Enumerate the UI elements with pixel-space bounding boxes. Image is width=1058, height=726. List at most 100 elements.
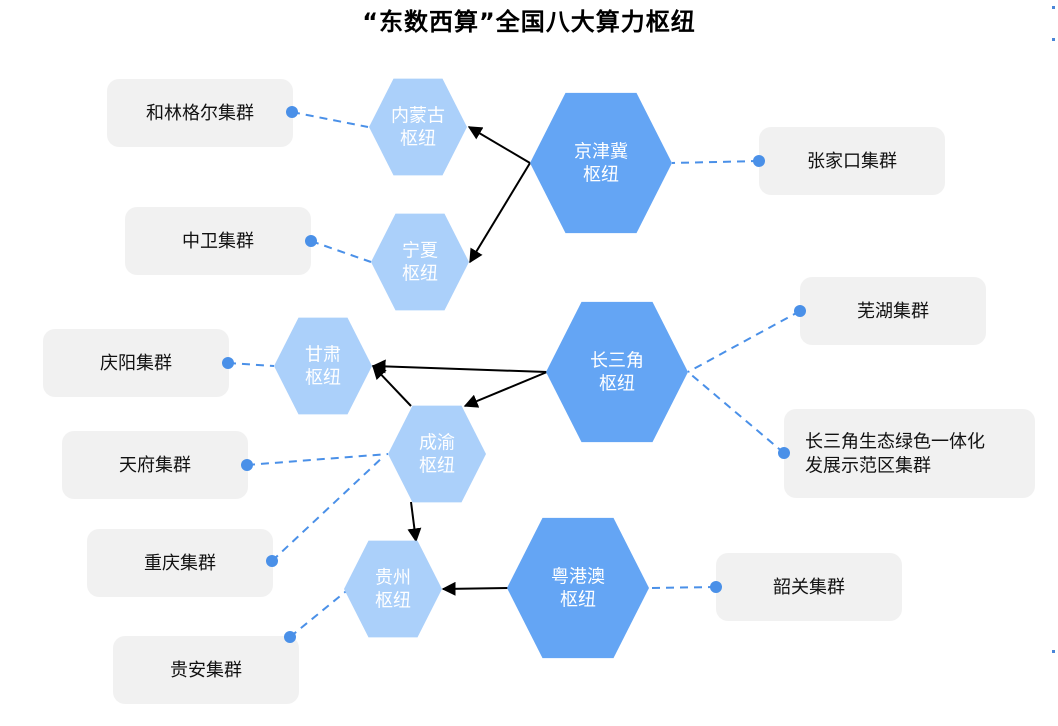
cluster-tianfu[interactable]: 天府集群 <box>62 431 248 499</box>
cluster-zhangjiakou[interactable]: 张家口集群 <box>759 127 945 195</box>
cluster-box <box>800 277 986 345</box>
cluster-label: 庆阳集群 <box>100 353 172 374</box>
cluster-label: 重庆集群 <box>144 553 216 574</box>
arrow-yuegangao-to-guizhou <box>441 581 509 596</box>
edge-mark <box>1052 6 1055 9</box>
hub-label: 枢纽 <box>400 129 436 150</box>
cluster-box <box>113 636 299 704</box>
hub-label: 枢纽 <box>560 590 596 611</box>
hub-label: 宁夏 <box>402 241 438 262</box>
hub-hexagon <box>371 213 469 311</box>
cluster-helingeer[interactable]: 和林格尔集群 <box>107 79 293 147</box>
cluster-box <box>759 127 945 195</box>
dashed-link-qingyang <box>227 362 275 367</box>
connector-dot <box>222 357 234 369</box>
cluster-label: 和林格尔集群 <box>146 103 254 124</box>
dashed-link-guian <box>289 587 351 638</box>
hub-label: 粤港澳 <box>551 567 605 588</box>
cluster-zhongwei[interactable]: 中卫集群 <box>125 207 311 275</box>
cluster-box <box>87 529 273 597</box>
hub-label: 枢纽 <box>599 374 635 395</box>
dashed-links-layer <box>227 111 801 638</box>
cluster-chongqing[interactable]: 重庆集群 <box>87 529 273 597</box>
connector-dot <box>284 631 296 643</box>
hub-label: 内蒙古 <box>391 106 445 127</box>
edge-mark <box>1052 650 1055 653</box>
cluster-box <box>107 79 293 147</box>
hub-label: 枢纽 <box>402 264 438 285</box>
cluster-wuhu[interactable]: 芜湖集群 <box>800 277 986 345</box>
connector-dot <box>794 305 806 317</box>
hub-label: 成渝 <box>419 433 455 454</box>
hub-label: 长三角 <box>590 351 644 372</box>
cluster-label: 韶关集群 <box>773 577 845 598</box>
cluster-label: 中卫集群 <box>182 231 254 252</box>
hub-hexagon <box>274 317 372 415</box>
hub-label: 京津冀 <box>574 142 628 163</box>
cluster-box <box>125 207 311 275</box>
connector-dot <box>778 447 790 459</box>
dashed-link-chongqing <box>271 455 385 562</box>
cluster-box <box>43 329 229 397</box>
hub-label: 贵州 <box>375 568 411 589</box>
connector-dot <box>266 555 278 567</box>
connector-dots-layer <box>222 106 806 643</box>
hub-hexagon <box>507 517 649 659</box>
cluster-shaoguan[interactable]: 韶关集群 <box>716 553 902 621</box>
connector-dot <box>305 235 317 247</box>
hub-label: 枢纽 <box>305 368 341 389</box>
dashed-link-shaoguan <box>648 586 717 589</box>
edge-mark <box>1052 38 1055 41</box>
cluster-label: 天府集群 <box>119 455 191 476</box>
hub-hexagon <box>530 92 672 234</box>
dashed-link-changsanjiao-eco <box>687 371 785 454</box>
dashed-link-zhangjiakou <box>671 160 760 164</box>
dashed-link-zhongwei <box>310 240 372 263</box>
arrow-chengyu-to-guizhou <box>407 501 422 543</box>
clusters-layer: 和林格尔集群张家口集群中卫集群芜湖集群庆阳集群长三角生态绿色一体化发展示范区集群… <box>43 79 1035 704</box>
cluster-label: 芜湖集群 <box>857 301 929 322</box>
connector-dot <box>286 106 298 118</box>
hub-label: 枢纽 <box>419 456 455 477</box>
cluster-label: 发展示范区集群 <box>805 456 931 477</box>
dashed-link-helingeer <box>291 111 369 128</box>
cluster-label: 长三角生态绿色一体化 <box>805 432 985 453</box>
cluster-label: 张家口集群 <box>807 151 897 172</box>
hub-hexagon <box>388 405 486 503</box>
dashed-link-wuhu <box>687 310 801 373</box>
hub-hexagon <box>369 78 467 176</box>
cluster-box <box>62 431 248 499</box>
arrow-jingjinji-to-neimenggu <box>467 126 531 164</box>
hub-hexagon <box>546 301 688 443</box>
cluster-guian[interactable]: 贵安集群 <box>113 636 299 704</box>
arrow-changsanjiao-to-gansu <box>371 359 548 374</box>
cluster-label: 贵安集群 <box>170 660 242 681</box>
hub-label: 枢纽 <box>375 591 411 612</box>
arrows-layer <box>371 126 548 596</box>
diagram-title: “东数西算”全国八大算力枢纽 <box>362 8 696 36</box>
arrow-chengyu-to-gansu <box>372 364 412 407</box>
cluster-box <box>784 409 1035 498</box>
cluster-box <box>716 553 902 621</box>
arrow-changsanjiao-to-chengyu <box>463 371 548 408</box>
dashed-link-tianfu <box>246 453 389 466</box>
connector-dot <box>753 155 765 167</box>
connector-dot <box>241 459 253 471</box>
hub-label: 枢纽 <box>583 165 619 186</box>
hub-hexagon <box>344 540 442 638</box>
cluster-qingyang[interactable]: 庆阳集群 <box>43 329 229 397</box>
arrow-jingjinji-to-ningxia <box>469 162 531 264</box>
hub-label: 甘肃 <box>305 345 341 366</box>
connector-dot <box>710 581 722 593</box>
